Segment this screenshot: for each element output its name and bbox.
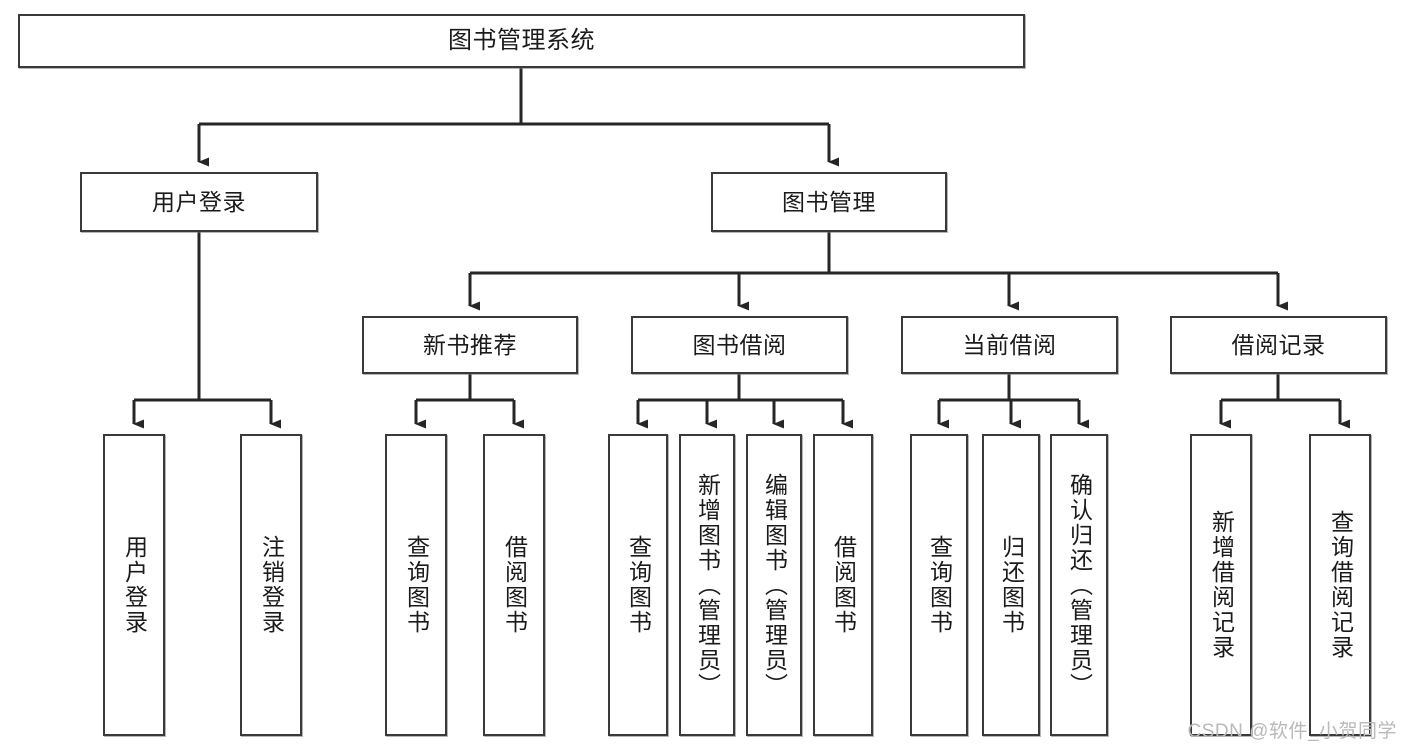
node-label: 注销登录: [258, 535, 285, 635]
csdn-watermark: CSDN @软件_小贺同学: [1187, 721, 1397, 742]
node-root-system[interactable]: 图书管理系统: [18, 14, 1025, 68]
node-new-book-recommend[interactable]: 新书推荐: [362, 316, 578, 374]
leaf-add-borrow-record[interactable]: 新增借阅记录: [1190, 434, 1252, 736]
node-current-borrow[interactable]: 当前借阅: [901, 316, 1118, 374]
node-label: 查询图书: [403, 535, 430, 635]
edge-group-book-mgmt: [468, 232, 1288, 311]
node-label: 查询图书: [625, 535, 652, 635]
node-label: 用户登录: [152, 188, 246, 215]
node-borrow-record[interactable]: 借阅记录: [1170, 316, 1387, 374]
node-label: 确认归还（管理员）: [1066, 472, 1093, 698]
node-label: 借阅图书: [830, 535, 857, 635]
edge-group-current-borrow: [937, 374, 1089, 429]
leaf-edit-book-admin[interactable]: 编辑图书（管理员）: [746, 434, 802, 736]
node-label: 编辑图书（管理员）: [761, 472, 788, 698]
leaf-add-book-admin[interactable]: 新增图书（管理员）: [679, 434, 735, 736]
node-label: 归还图书: [998, 535, 1025, 635]
leaf-user-login[interactable]: 用户登录: [103, 434, 165, 736]
leaf-return-book[interactable]: 归还图书: [982, 434, 1040, 736]
leaf-query-book-current[interactable]: 查询图书: [910, 434, 968, 736]
edge-group-book-borrow: [636, 374, 853, 429]
node-label: 图书管理: [782, 188, 876, 215]
node-label: 图书管理系统: [448, 27, 595, 55]
node-label: 查询图书: [926, 535, 953, 635]
edge-group-borrow-record: [1219, 374, 1350, 429]
node-book-borrow[interactable]: 图书借阅: [631, 316, 848, 374]
edge-group-new-book-rec: [414, 374, 524, 429]
node-label: 新增借阅记录: [1208, 510, 1235, 660]
node-label: 新增图书（管理员）: [694, 472, 721, 698]
leaf-borrow-book[interactable]: 借阅图书: [813, 434, 873, 736]
leaf-query-borrow-record[interactable]: 查询借阅记录: [1309, 434, 1371, 736]
node-label: 新书推荐: [423, 331, 517, 358]
leaf-query-book-recommend[interactable]: 查询图书: [385, 434, 447, 736]
node-user-login[interactable]: 用户登录: [80, 172, 318, 232]
leaf-logout[interactable]: 注销登录: [240, 434, 302, 736]
leaf-confirm-return-admin[interactable]: 确认归还（管理员）: [1050, 434, 1108, 736]
node-label: 借阅记录: [1231, 331, 1326, 358]
edge-group-root: [197, 68, 839, 167]
node-label: 当前借阅: [962, 331, 1057, 358]
node-label: 借阅图书: [501, 535, 528, 635]
node-label: 查询借阅记录: [1327, 510, 1354, 660]
leaf-borrow-book-recommend[interactable]: 借阅图书: [483, 434, 545, 736]
node-label: 图书借阅: [692, 331, 787, 358]
node-label: 用户登录: [121, 535, 148, 635]
node-book-management[interactable]: 图书管理: [711, 172, 947, 232]
leaf-query-book-borrow[interactable]: 查询图书: [608, 434, 668, 736]
edge-group-user-login: [132, 232, 281, 429]
